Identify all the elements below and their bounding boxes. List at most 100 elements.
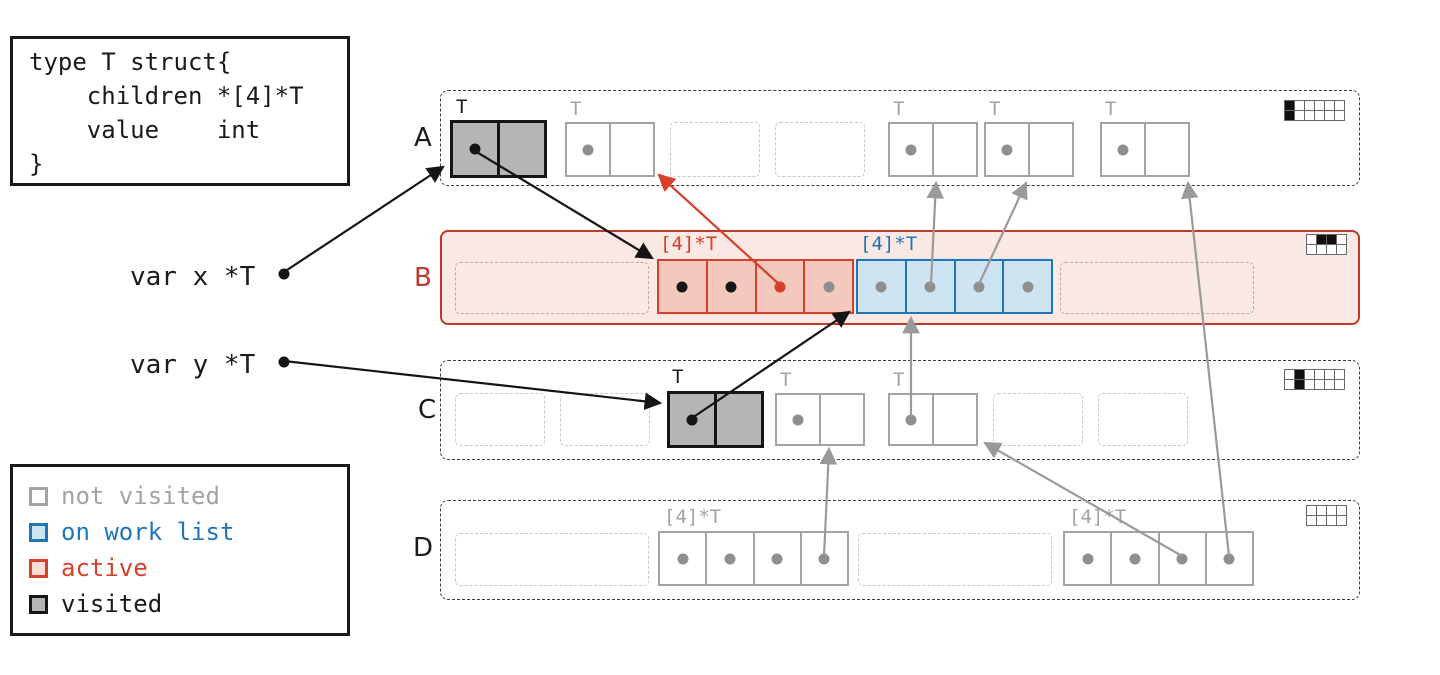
span-D-label: D — [413, 533, 434, 563]
free-slot — [455, 393, 545, 446]
object-type-label: T — [456, 96, 468, 118]
array-cell — [904, 261, 954, 312]
array-type-label: [4]*T — [860, 233, 918, 255]
span-C-label: C — [418, 395, 437, 425]
pointer-dot — [1001, 144, 1013, 155]
object-type-label: T — [780, 369, 792, 391]
pointer-dot — [818, 553, 830, 564]
pointer-dot — [1082, 553, 1094, 564]
heap-object-not-visited — [1100, 122, 1190, 177]
pointer-dot — [1223, 553, 1235, 564]
array-cell — [799, 533, 847, 584]
array-cell — [1157, 533, 1205, 584]
object-cell — [609, 124, 653, 175]
legend-item-not-visited: not visited — [29, 483, 331, 509]
pointer-dot — [686, 414, 698, 425]
bitmap-cell — [1336, 515, 1347, 526]
array-cell — [754, 261, 804, 312]
object-cell — [1144, 124, 1188, 175]
span-A-label: A — [414, 123, 432, 153]
heap-object-not-visited — [565, 122, 655, 177]
heap-object-not-visited — [888, 393, 978, 446]
heap-object-visited — [450, 120, 547, 178]
object-type-label: T — [893, 98, 905, 120]
array-cell — [803, 261, 852, 312]
object-type-label: T — [570, 98, 582, 120]
type-definition-code: type T struct{ children *[4]*T value int… — [29, 48, 304, 178]
legend: not visited on work list active visited — [10, 464, 350, 636]
object-cell — [986, 124, 1028, 175]
array-cell — [659, 261, 706, 312]
object-cell — [890, 124, 932, 175]
free-slot — [560, 393, 650, 446]
legend-item-active: active — [29, 555, 331, 581]
array-cell — [1065, 533, 1110, 584]
heap-object-not-visited — [888, 122, 978, 177]
object-type-label: T — [672, 366, 684, 388]
free-slot — [670, 122, 760, 177]
array-type-label: [4]*T — [1069, 506, 1127, 528]
object-cell — [670, 394, 714, 445]
pointer-array-work-list — [856, 259, 1053, 314]
object-type-label: T — [893, 369, 905, 391]
array-cell — [660, 533, 705, 584]
active-swatch-icon — [29, 558, 48, 578]
pointer-dot — [1129, 553, 1141, 564]
work-list-swatch-icon — [29, 522, 48, 542]
pointer-dot — [724, 553, 736, 564]
pointer-dot — [1117, 144, 1129, 155]
pointer-dot — [905, 144, 917, 155]
var-y-dot — [278, 356, 290, 368]
pointer-dot — [725, 281, 737, 292]
array-cell — [1110, 533, 1157, 584]
pointer-array-active — [657, 259, 854, 314]
var-y-label: var y *T — [130, 350, 256, 380]
span-C-mark-bitmap-icon — [1284, 369, 1345, 390]
pointer-array-not-visited — [658, 531, 849, 586]
object-cell — [932, 124, 976, 175]
heap-object-not-visited — [984, 122, 1074, 177]
array-cell — [1204, 533, 1252, 584]
type-definition-box: type T struct{ children *[4]*T value int… — [10, 36, 350, 186]
free-slot — [455, 533, 649, 586]
array-cell — [953, 261, 1003, 312]
bitmap-cell — [1334, 379, 1345, 390]
object-cell — [1102, 124, 1144, 175]
array-type-label: [4]*T — [664, 506, 722, 528]
bitmap-cell — [1334, 110, 1345, 121]
heap-object-visited — [667, 391, 764, 448]
object-cell — [1028, 124, 1072, 175]
bitmap-cell — [1336, 244, 1347, 255]
free-slot — [775, 122, 865, 177]
object-cell — [567, 124, 609, 175]
free-slot — [1060, 262, 1254, 314]
legend-item-on-work-list: on work list — [29, 519, 331, 545]
pointer-dot — [792, 414, 804, 425]
not-visited-swatch-icon — [29, 486, 48, 506]
pointer-dot — [469, 143, 481, 155]
array-cell — [1002, 261, 1051, 312]
legend-label: on work list — [61, 518, 235, 546]
var-x-dot — [278, 268, 290, 280]
span-B-label: B — [414, 263, 432, 293]
pointer-dot — [823, 281, 835, 292]
object-type-label: T — [1105, 98, 1117, 120]
heap-object-not-visited — [775, 393, 865, 446]
array-type-label: [4]*T — [660, 233, 718, 255]
pointer-dot — [875, 281, 887, 292]
legend-label: active — [61, 554, 148, 582]
pointer-dot — [771, 553, 783, 564]
span-D-mark-bitmap-icon — [1306, 505, 1347, 526]
legend-item-visited: visited — [29, 591, 331, 617]
legend-label: visited — [61, 590, 163, 618]
pointer-dot — [676, 281, 688, 292]
visited-swatch-icon — [29, 594, 48, 614]
array-cell — [705, 533, 752, 584]
pointer-dot — [905, 414, 917, 425]
pointer-dot — [973, 281, 985, 292]
free-slot — [455, 262, 649, 314]
span-A-mark-bitmap-icon — [1284, 100, 1345, 121]
array-cell — [858, 261, 905, 312]
span-B-mark-bitmap-icon — [1306, 234, 1347, 255]
free-slot — [1098, 393, 1188, 446]
